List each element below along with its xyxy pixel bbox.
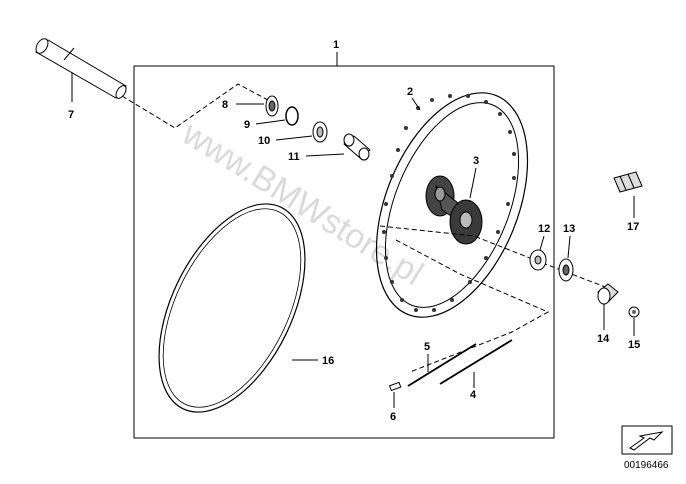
part-label-6: 6: [390, 411, 396, 423]
leader-line-2: [411, 97, 421, 111]
part-label-9: 9: [244, 119, 250, 131]
part-label-7: 7: [68, 109, 74, 121]
diagram-id: 00196466: [624, 460, 669, 471]
leader-line-11: [305, 153, 345, 157]
axle-center-dashed: [121, 83, 269, 129]
assembly-frame: [133, 65, 555, 439]
part-label-4: 4: [470, 389, 477, 401]
rim-band-part: [158, 203, 306, 413]
part-label-3: 3: [473, 155, 479, 167]
spoke-part-5: [407, 343, 477, 387]
leader-line-12: [539, 235, 545, 251]
leader-line-9: [255, 119, 286, 125]
spoke-part-4: [439, 339, 513, 385]
seal-part: [265, 95, 279, 117]
rim-part: [375, 92, 529, 318]
circlip-part: [285, 106, 299, 126]
part-label-13: 13: [563, 223, 575, 235]
part-label-8: 8: [222, 99, 228, 111]
axle-bolt-part: [628, 306, 640, 318]
watermark-text: www.BMWstore.pl: [175, 114, 430, 293]
leader-line-10: [275, 135, 313, 141]
spacer-bushing-part: [597, 283, 619, 305]
bearing-right-part: [529, 249, 547, 271]
seal-right-part: [558, 258, 574, 282]
reference-box: [621, 425, 673, 455]
part-label-10: 10: [258, 135, 270, 147]
spacer-sleeve-part: [343, 133, 371, 161]
hub-part: [425, 175, 483, 245]
part-label-2: 2: [407, 86, 413, 98]
hub-axis-dashed: [379, 225, 609, 289]
part-label-15: 15: [628, 339, 640, 351]
bearing-left-part: [312, 121, 328, 143]
part-label-14: 14: [597, 333, 610, 345]
balance-weight-part: [613, 171, 643, 193]
part-label-1: 1: [333, 39, 339, 51]
spoke-nipple-part: [388, 381, 402, 392]
part-label-16: 16: [322, 355, 334, 367]
part-label-12: 12: [538, 223, 550, 235]
leader-line-3: [469, 167, 477, 199]
part-label-17: 17: [627, 221, 639, 233]
part-label-5: 5: [424, 341, 430, 353]
axle-part: [35, 38, 127, 99]
part-label-11: 11: [288, 151, 300, 163]
spoke-guide-dashed: [395, 239, 550, 373]
arrow-icon: [629, 431, 664, 451]
leader-line-13: [567, 235, 571, 259]
